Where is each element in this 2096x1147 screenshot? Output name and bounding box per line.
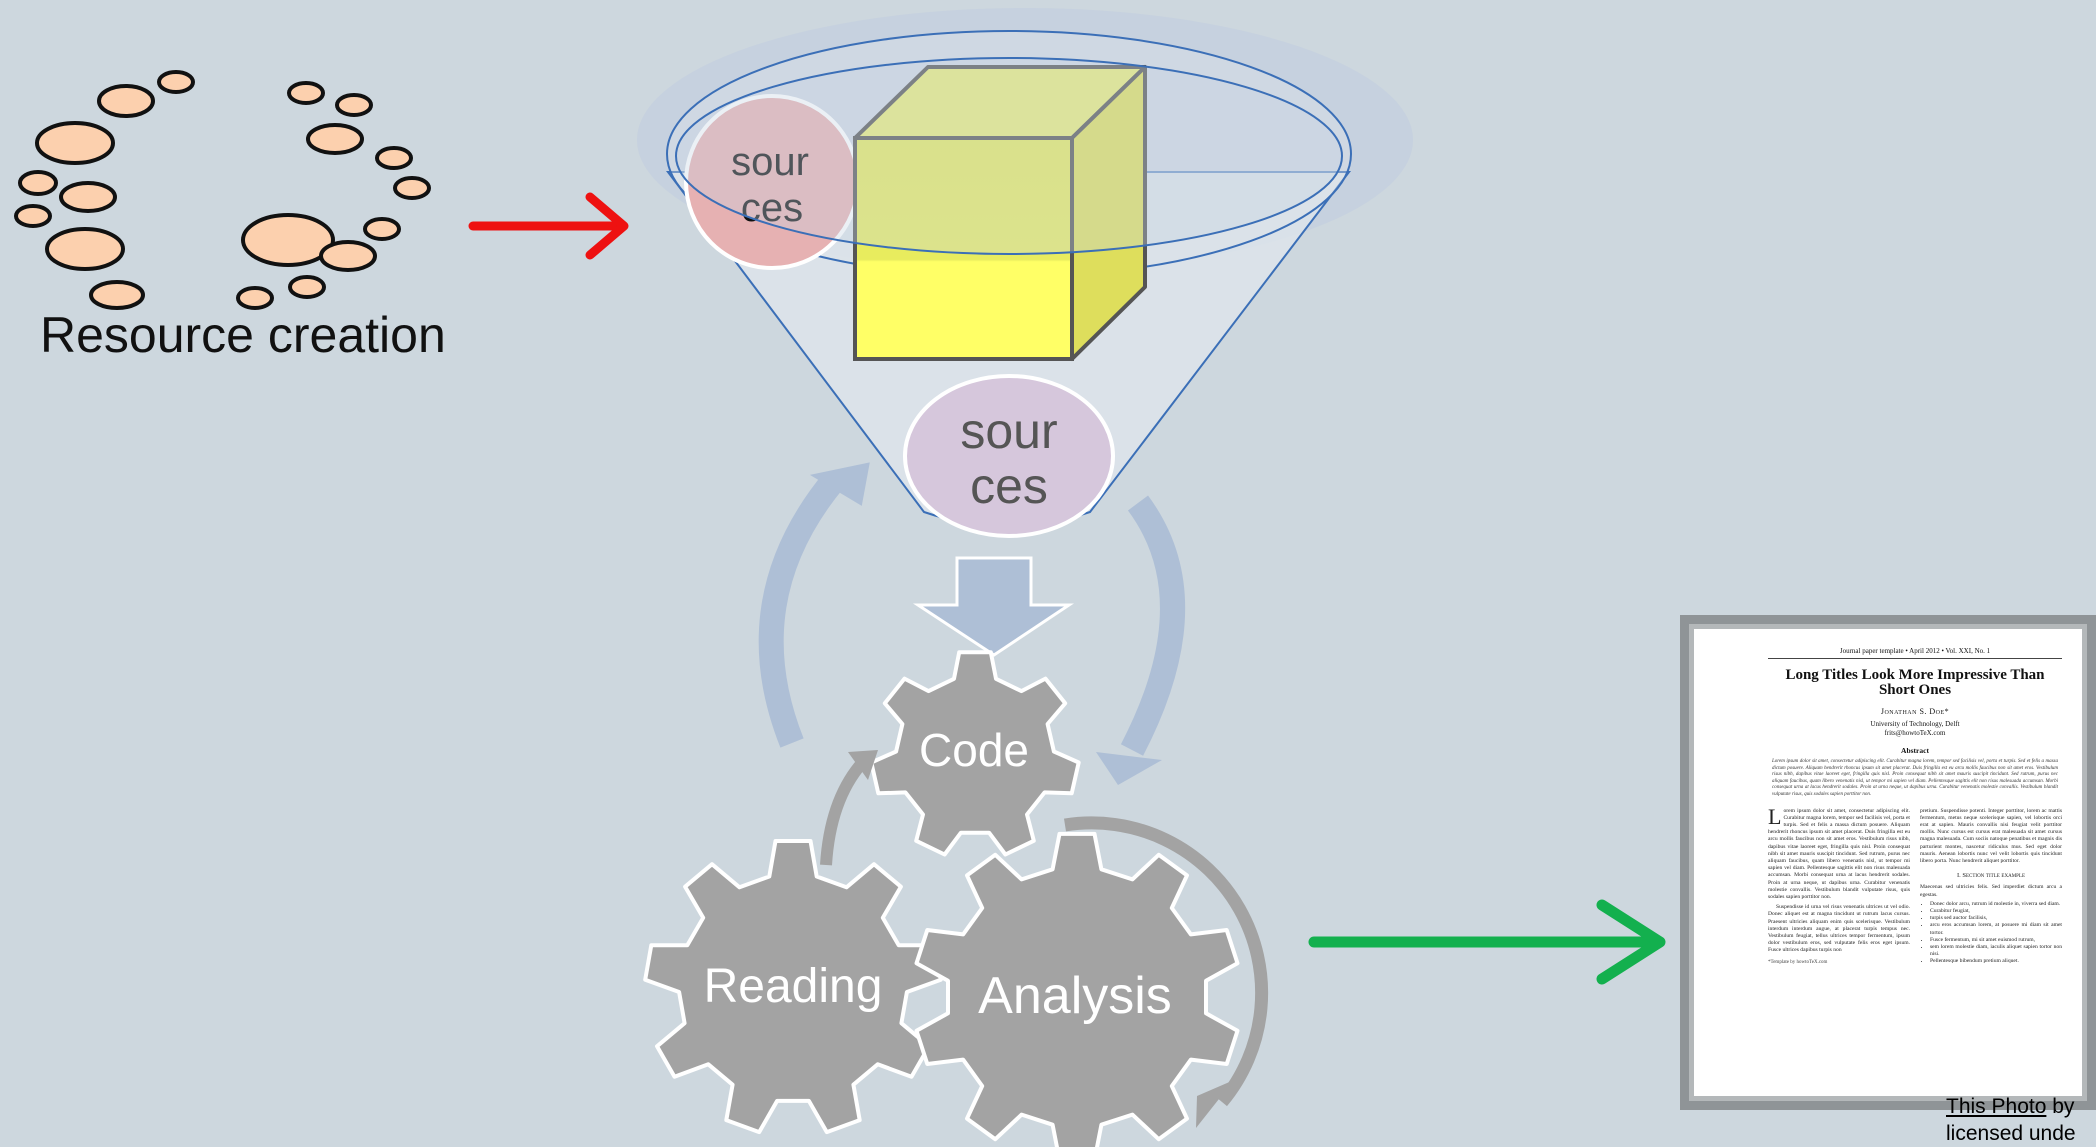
- source-bottom-line1: sour: [960, 403, 1057, 459]
- paper-affiliation-line: University of Technology, Delft: [1870, 720, 1960, 728]
- paper-section-heading: I. Section title example: [1956, 872, 2026, 880]
- paper-column-right: pretium. Suspendisse potenti. Integer po…: [1920, 808, 2062, 966]
- gear-reading-icon: [643, 839, 943, 1135]
- resource-bubble: [59, 181, 117, 213]
- gear-label-code: Code: [919, 724, 1029, 776]
- gear-analysis-icon: [914, 831, 1240, 1147]
- resource-bubble: [287, 81, 325, 105]
- funnel-rim-inner: [675, 57, 1343, 255]
- paper-email: frits@howtoTeX.com: [1884, 729, 1946, 737]
- resource-bubble: [45, 227, 125, 271]
- paper-header: Journal paper template • April 2012 • Vo…: [1768, 647, 2062, 659]
- cube: [853, 65, 1147, 361]
- paper-abstract-heading: Abstract: [1901, 746, 1929, 755]
- cycle-arrow-right-icon: [1096, 495, 1186, 785]
- resource-bubble: [335, 93, 373, 117]
- list-item: Curabitur feugiat,: [1930, 908, 2062, 915]
- list-item: Pellentesque bibendum pretium aliquet.: [1930, 958, 2062, 965]
- resource-bubble: [319, 240, 377, 272]
- photo-credit-by: by: [2046, 1095, 2075, 1118]
- resource-bubble: [241, 213, 335, 267]
- resource-bubble: [97, 84, 155, 118]
- paper-author: Jonathan S. Doe*: [1880, 707, 1950, 716]
- resource-bubble: [35, 121, 115, 165]
- resource-bubble: [306, 123, 364, 155]
- gear-label-reading: Reading: [704, 960, 883, 1013]
- list-item: arcu eros accumsan lorem, at posuere mi …: [1930, 922, 2062, 936]
- paper-affiliation: University of Technology, Delft frits@ho…: [1768, 720, 2062, 738]
- photo-credit: This Photo by licensed unde: [1946, 1093, 2096, 1147]
- list-item: turpis sed auctor facilisis,: [1930, 915, 2062, 922]
- resource-bubble: [363, 217, 401, 241]
- resource-creation-caption: Resource creation: [40, 307, 446, 363]
- resource-bubble: [375, 146, 413, 170]
- source-bottom-line2: ces: [970, 458, 1048, 514]
- paper-body-left-2: Suspendisse id urna vel risus venenatis …: [1768, 904, 1910, 954]
- list-item: Donec dolor arcu, rutrum id molestie in,…: [1930, 901, 2062, 908]
- paper-page: Journal paper template • April 2012 • Vo…: [1694, 629, 2082, 1096]
- resource-bubble: [393, 176, 431, 200]
- source-circle-top: sour ces: [684, 94, 860, 270]
- photo-credit-license: licensed unde: [1946, 1122, 2076, 1145]
- gear-label-analysis: Analysis: [978, 967, 1172, 1025]
- paper-bullet-list: Donec dolor arcu, rutrum id molestie in,…: [1920, 901, 2062, 966]
- resource-bubble-cluster: [14, 70, 431, 310]
- paper-dropcap: L: [1768, 803, 1782, 829]
- paper-footnote: *Template by howtoTeX.com: [1768, 959, 1828, 965]
- analysis-arc-arrow-icon: [1063, 816, 1269, 1128]
- source-top-line1: sour: [731, 140, 809, 184]
- resource-bubble: [288, 275, 326, 299]
- paper-body-right: pretium. Suspendisse potenti. Integer po…: [1920, 807, 2062, 864]
- paper-body-left: orem ipsum dolor sit amet, consectetur a…: [1768, 807, 1910, 900]
- source-top-line2: ces: [741, 186, 803, 230]
- resource-bubble: [89, 280, 145, 310]
- cycle-arrow-left-icon: [758, 462, 870, 748]
- resource-bubble: [14, 204, 52, 228]
- down-block-arrow-icon: [912, 556, 1074, 657]
- paper-abstract: Lorem ipsum dolor sit amet, consectetur …: [1772, 759, 2058, 797]
- list-item: sem lorem molestie diam, iaculis aliquet…: [1930, 944, 2062, 958]
- resource-bubble: [18, 170, 58, 196]
- arrow-reading-to-code-icon: [820, 750, 878, 866]
- green-arrow-icon: [1308, 899, 1666, 985]
- photo-credit-link[interactable]: This Photo: [1946, 1095, 2047, 1118]
- source-circle-bottom: sour ces: [903, 374, 1115, 538]
- list-item: Fusce fermentum, mi sit amet euismod rut…: [1930, 937, 2062, 944]
- resource-bubble: [157, 70, 195, 94]
- paper-title: Long Titles Look More Impressive Than Sh…: [1785, 667, 2045, 698]
- gear-cluster: [643, 650, 1240, 1147]
- gear-code-icon: [869, 650, 1081, 857]
- journal-paper-image: Journal paper template • April 2012 • Vo…: [1680, 615, 2096, 1110]
- paper-section-text: Maecenas sed ultricies felis. Sed imperd…: [1920, 884, 2062, 898]
- red-arrow-icon: [468, 192, 629, 260]
- resource-bubble: [236, 286, 274, 310]
